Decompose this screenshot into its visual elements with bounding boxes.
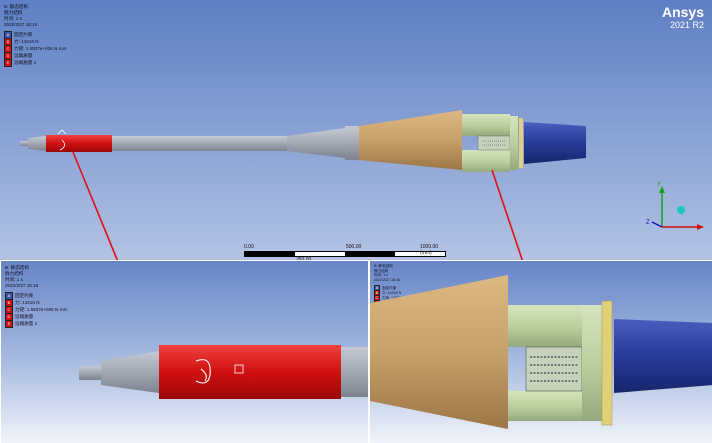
spring-assembly <box>477 135 511 151</box>
info-type: 静力结构 <box>4 10 23 15</box>
green-housing-lower <box>462 150 510 172</box>
shaft-taper <box>287 128 345 158</box>
info-title: B: 静态结构 <box>4 4 28 9</box>
spring-coils <box>482 140 506 146</box>
green-housing <box>462 114 510 136</box>
ansys-logo: Ansys 2021 R2 <box>661 4 704 31</box>
red-load-segment <box>46 135 112 152</box>
zoom-green-flange <box>582 305 602 421</box>
tip-pin <box>20 141 28 146</box>
tip-cone <box>28 136 46 151</box>
info-date: 2022/2/27 18:16 <box>4 22 38 27</box>
zoom-tip-cone <box>101 351 159 393</box>
triad-iso-ball[interactable] <box>677 206 685 214</box>
zoom-tan-cone <box>370 275 508 429</box>
info-time: 时间: 1 s <box>4 16 22 21</box>
green-flange <box>510 116 518 170</box>
long-shaft <box>112 136 287 151</box>
zoom-red-segment <box>159 345 341 399</box>
brand-name: Ansys <box>661 4 704 20</box>
triad-z-axis <box>651 221 663 228</box>
zoom-load-symbol <box>195 359 211 384</box>
zoom-yellow-plate <box>601 300 613 426</box>
left-zoom-model <box>79 345 368 399</box>
zoom-tip-pin <box>79 366 101 380</box>
zoom-green-housing <box>508 305 588 347</box>
brand-version: 2021 R2 <box>669 20 704 30</box>
shaft-collar <box>345 126 359 160</box>
zoom-green-housing-lower <box>508 391 588 421</box>
tan-cone <box>359 110 462 170</box>
zoom-spring-assembly <box>525 346 583 392</box>
zoom-blue-cone <box>614 319 712 393</box>
triad-y-label: Y <box>657 182 661 188</box>
yellow-plate <box>519 118 523 168</box>
load-symbol <box>57 129 67 151</box>
blue-cone <box>524 122 586 164</box>
triad-z-label: Z <box>646 220 650 226</box>
right-zoom-model <box>370 275 712 429</box>
zoom-shaft <box>341 347 368 397</box>
